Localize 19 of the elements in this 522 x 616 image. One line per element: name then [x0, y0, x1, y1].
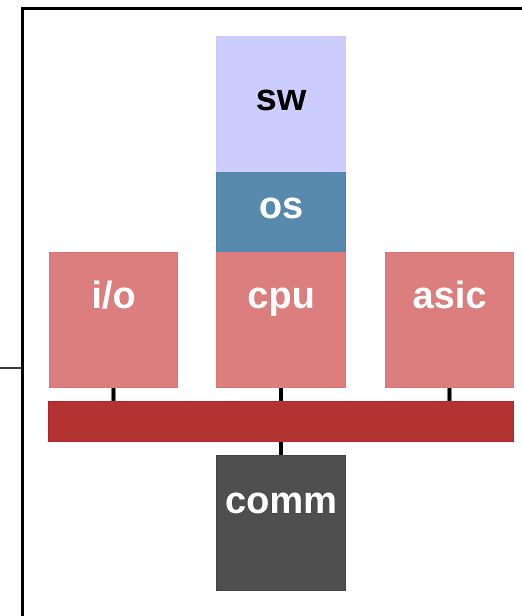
node-label: i/o: [90, 277, 137, 315]
connector-line: [279, 388, 283, 401]
node-label: sw: [254, 79, 308, 117]
node-label: os: [258, 187, 304, 225]
node-label: comm: [224, 482, 338, 520]
component-box: [216, 252, 346, 388]
bus-bar: [48, 401, 514, 442]
node-label: asic: [412, 277, 488, 315]
software-layer-box: [216, 36, 346, 172]
connector-line: [279, 442, 283, 455]
node-label: cpu: [246, 277, 316, 315]
comm-box: [216, 455, 346, 591]
component-box: [49, 252, 178, 388]
os-layer-box: [216, 172, 346, 252]
line-stub: [0, 367, 21, 369]
frame-border: [21, 7, 522, 616]
connector-line: [448, 388, 452, 401]
component-box: [385, 252, 514, 388]
connector-line: [112, 388, 116, 401]
